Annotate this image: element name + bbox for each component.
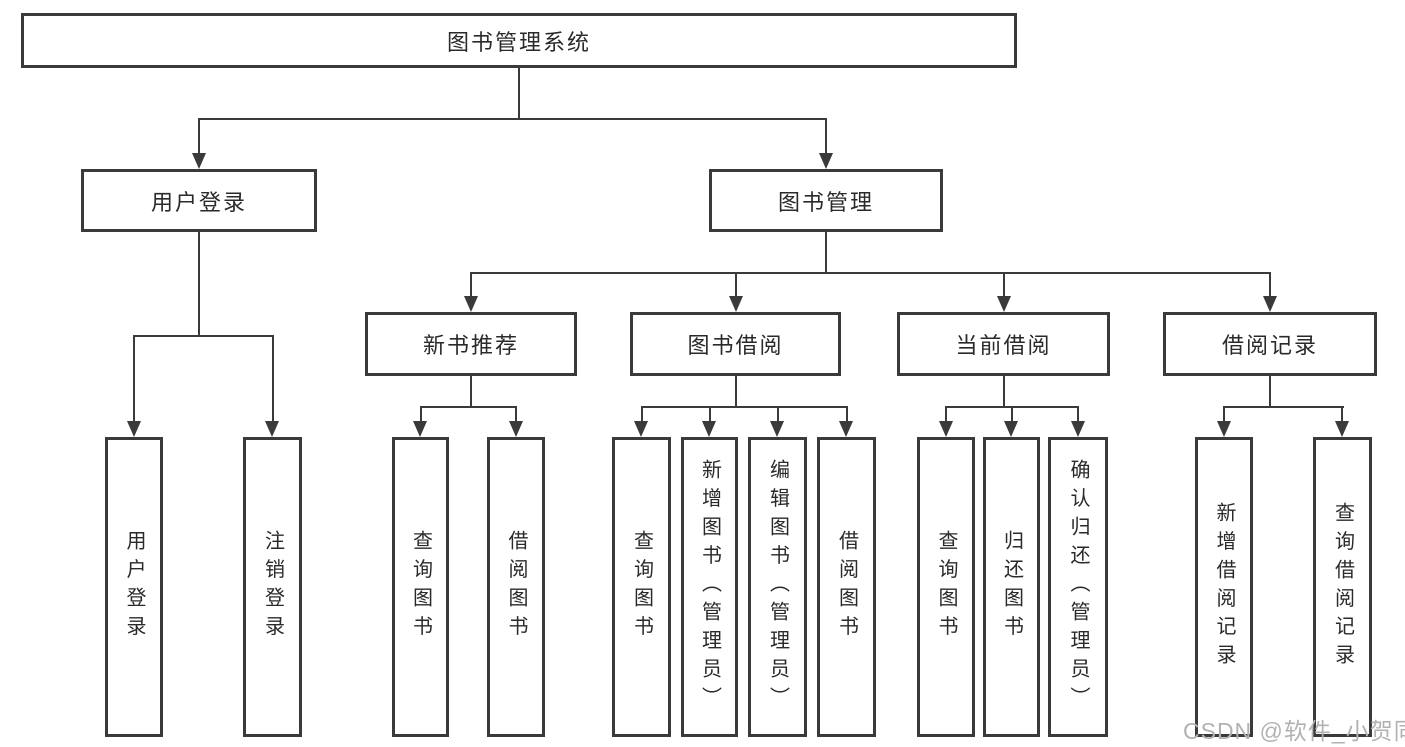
node-new-book-recommend: 新书推荐 bbox=[365, 312, 577, 376]
leaf-record-add-borrow-record-label: 新增借阅记录 bbox=[1213, 501, 1235, 673]
node-root: 图书管理系统 bbox=[21, 13, 1017, 68]
leaf-current-query-book: 查询图书 bbox=[917, 437, 975, 737]
arrow-down-icon bbox=[509, 421, 523, 437]
arrow-down-icon bbox=[413, 421, 427, 437]
leaf-logout: 注销登录 bbox=[243, 437, 302, 737]
connector bbox=[1003, 376, 1005, 408]
arrow-down-icon bbox=[997, 296, 1011, 312]
connector bbox=[1269, 376, 1271, 408]
arrow-down-icon bbox=[464, 296, 478, 312]
connector bbox=[470, 272, 472, 299]
arrow-down-icon bbox=[1004, 421, 1018, 437]
node-borrow-record-label: 借阅记录 bbox=[1221, 333, 1318, 358]
leaf-borrow-add-book-admin-label: 新增图书（管理员） bbox=[698, 459, 721, 715]
leaf-current-query-book-label: 查询图书 bbox=[935, 530, 957, 644]
node-book-management: 图书管理 bbox=[709, 169, 943, 232]
connector bbox=[133, 335, 274, 337]
leaf-current-return-book: 归还图书 bbox=[983, 437, 1040, 737]
leaf-record-query-borrow-record-label: 查询借阅记录 bbox=[1331, 501, 1354, 673]
leaf-recommend-query-book: 查询图书 bbox=[392, 437, 449, 737]
connector bbox=[1011, 406, 1013, 424]
arrow-down-icon bbox=[127, 421, 141, 437]
node-book-management-label: 图书管理 bbox=[777, 189, 874, 215]
connector bbox=[470, 272, 1271, 274]
arrow-down-icon bbox=[1263, 296, 1277, 312]
connector bbox=[1341, 406, 1343, 424]
leaf-recommend-query-book-label: 查询图书 bbox=[409, 530, 432, 644]
connector bbox=[1077, 406, 1079, 424]
leaf-borrow-add-book-admin: 新增图书（管理员） bbox=[681, 437, 738, 737]
connector bbox=[945, 406, 947, 424]
connector bbox=[198, 118, 200, 156]
leaf-user-login: 用户登录 bbox=[105, 437, 163, 737]
connector bbox=[272, 335, 274, 424]
leaf-borrow-edit-book-admin: 编辑图书（管理员） bbox=[748, 437, 807, 737]
leaf-current-return-book-label: 归还图书 bbox=[1000, 530, 1023, 644]
connector bbox=[133, 335, 135, 424]
node-borrow-record: 借阅记录 bbox=[1163, 312, 1377, 376]
arrow-down-icon bbox=[839, 421, 853, 437]
leaf-logout-label: 注销登录 bbox=[261, 530, 284, 644]
connector bbox=[735, 272, 737, 299]
arrow-down-icon bbox=[634, 421, 648, 437]
connector bbox=[1223, 406, 1344, 408]
connector bbox=[777, 406, 779, 424]
arrow-down-icon bbox=[702, 421, 716, 437]
connector bbox=[1269, 272, 1271, 299]
node-current-borrow-label: 当前借阅 bbox=[955, 333, 1052, 358]
connector bbox=[420, 406, 517, 408]
leaf-borrow-query-book-label: 查询图书 bbox=[630, 530, 653, 644]
leaf-borrow-query-book: 查询图书 bbox=[612, 437, 671, 737]
connector bbox=[198, 232, 200, 337]
connector bbox=[515, 406, 517, 424]
connector bbox=[1223, 406, 1225, 424]
connector bbox=[470, 376, 472, 408]
arrow-down-icon bbox=[939, 421, 953, 437]
node-root-label: 图书管理系统 bbox=[446, 29, 591, 55]
connector bbox=[846, 406, 848, 424]
leaf-borrow-edit-book-admin-label: 编辑图书（管理员） bbox=[766, 459, 789, 715]
leaf-record-query-borrow-record: 查询借阅记录 bbox=[1313, 437, 1372, 737]
connector bbox=[420, 406, 422, 424]
connector bbox=[825, 118, 827, 156]
leaf-recommend-borrow-book-label: 借阅图书 bbox=[505, 530, 527, 644]
connector bbox=[641, 406, 847, 408]
node-book-borrow-label: 图书借阅 bbox=[687, 333, 784, 358]
leaf-recommend-borrow-book: 借阅图书 bbox=[487, 437, 545, 737]
connector bbox=[198, 118, 827, 120]
arrow-down-icon bbox=[265, 421, 279, 437]
arrow-down-icon bbox=[1335, 421, 1349, 437]
connector bbox=[735, 376, 737, 408]
arrow-down-icon bbox=[192, 153, 206, 169]
leaf-user-login-label: 用户登录 bbox=[123, 530, 145, 644]
csdn-watermark: CSDN @软件_小贺同学 bbox=[1183, 718, 1405, 744]
connector bbox=[641, 406, 643, 424]
leaf-record-add-borrow-record: 新增借阅记录 bbox=[1195, 437, 1253, 737]
arrow-down-icon bbox=[1071, 421, 1085, 437]
node-current-borrow: 当前借阅 bbox=[897, 312, 1110, 376]
leaf-borrow-borrow-book-label: 借阅图书 bbox=[835, 530, 858, 644]
leaf-current-confirm-return-admin: 确认归还（管理员） bbox=[1048, 437, 1108, 737]
leaf-current-confirm-return-admin-label: 确认归还（管理员） bbox=[1067, 459, 1089, 715]
connector bbox=[709, 406, 711, 424]
node-user-login: 用户登录 bbox=[81, 169, 317, 232]
arrow-down-icon bbox=[819, 153, 833, 169]
connector bbox=[825, 232, 827, 274]
arrow-down-icon bbox=[770, 421, 784, 437]
connector bbox=[1003, 272, 1005, 299]
arrow-down-icon bbox=[729, 296, 743, 312]
leaf-borrow-borrow-book: 借阅图书 bbox=[817, 437, 876, 737]
arrow-down-icon bbox=[1217, 421, 1231, 437]
node-book-borrow: 图书借阅 bbox=[630, 312, 841, 376]
node-user-login-label: 用户登录 bbox=[150, 189, 247, 215]
node-new-book-recommend-label: 新书推荐 bbox=[422, 333, 519, 358]
connector bbox=[518, 68, 520, 120]
